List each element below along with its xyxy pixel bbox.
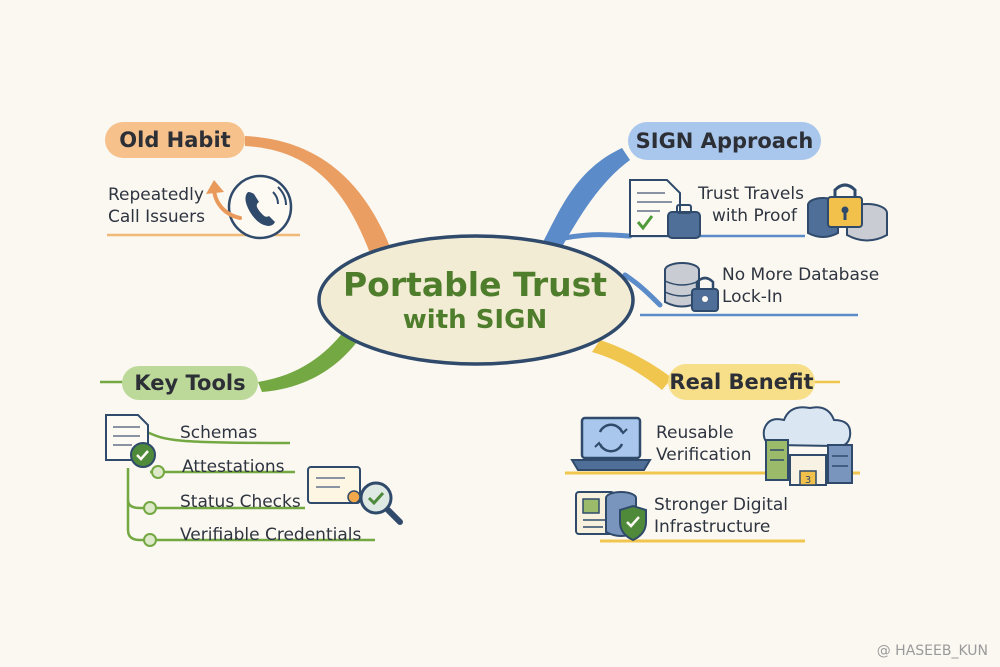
key-tools-pill <box>122 366 258 400</box>
old-habit-pill <box>105 122 245 158</box>
branch-key-tools <box>258 330 360 392</box>
sign-approach-pill <box>628 122 821 160</box>
building-number-badge: 3 <box>805 475 811 486</box>
callback-arrowhead-icon <box>206 180 224 194</box>
no-lock-in-text: No More Database Lock-In <box>722 264 879 308</box>
old-habit-label: Old Habit <box>119 128 231 152</box>
real-benefit-label: Real Benefit <box>669 370 814 394</box>
no-lock-in-icon <box>664 262 719 312</box>
key-tools-item-status-checks: Status Checks <box>180 492 301 512</box>
sign-approach-label: SIGN Approach <box>635 129 814 153</box>
center-title-line2: with SIGN <box>402 305 548 335</box>
certificate-icon <box>307 466 361 504</box>
old-habit-line2: Call Issuers <box>108 207 205 227</box>
database-shield-icon <box>605 491 647 542</box>
database-lock-icon <box>807 183 888 242</box>
key-tools-label: Key Tools <box>134 371 246 395</box>
center-ellipse <box>317 234 635 366</box>
branch-old-habit <box>245 136 392 258</box>
stronger-infra-line2: Infrastructure <box>654 517 771 537</box>
trust-travels-text: Trust Travels with Proof <box>698 183 804 227</box>
phone-icon <box>227 174 293 240</box>
branch-sign-sub-2 <box>622 272 663 308</box>
branch-sign-approach <box>540 148 630 254</box>
no-lock-in-line2: Lock-In <box>722 287 783 307</box>
old-habit-text: Repeatedly Call Issuers <box>108 184 205 228</box>
cloud-buildings-icon <box>762 406 853 486</box>
stronger-infra-line1: Stronger Digital <box>654 495 789 515</box>
key-tools-item-verifiable-credentials: Verifiable Credentials <box>180 525 362 545</box>
watermark: @ HASEEB_KUN <box>876 643 988 659</box>
key-tools-item-schemas: Schemas <box>180 423 258 443</box>
checklist-document-icon <box>105 414 156 468</box>
no-lock-in-line1: No More Database <box>722 265 880 285</box>
laptop-sync-icon <box>570 416 652 471</box>
stronger-infra-text: Stronger Digital Infrastructure <box>654 494 788 538</box>
trust-travels-line1: Trust Travels <box>698 184 804 204</box>
branch-real-benefit <box>592 340 672 390</box>
center-title-line1: Portable Trust <box>342 265 608 304</box>
reusable-verification-text: Reusable Verification <box>656 422 752 466</box>
magnifier-check-icon <box>359 481 403 525</box>
branch-sign-sub-1 <box>552 232 633 243</box>
old-habit-line1: Repeatedly <box>108 185 204 205</box>
key-tools-tree <box>126 430 375 542</box>
trust-travels-line2: with Proof <box>712 206 797 226</box>
key-tools-bullets <box>143 465 165 547</box>
center-title: Portable Trust with SIGN <box>330 268 620 333</box>
id-card-icon <box>575 491 615 535</box>
reusable-line2: Verification <box>656 445 752 465</box>
reusable-line1: Reusable <box>656 423 734 443</box>
briefcase-icon <box>667 204 701 239</box>
real-benefit-pill <box>668 364 815 400</box>
key-tools-item-attestations: Attestations <box>182 457 285 477</box>
